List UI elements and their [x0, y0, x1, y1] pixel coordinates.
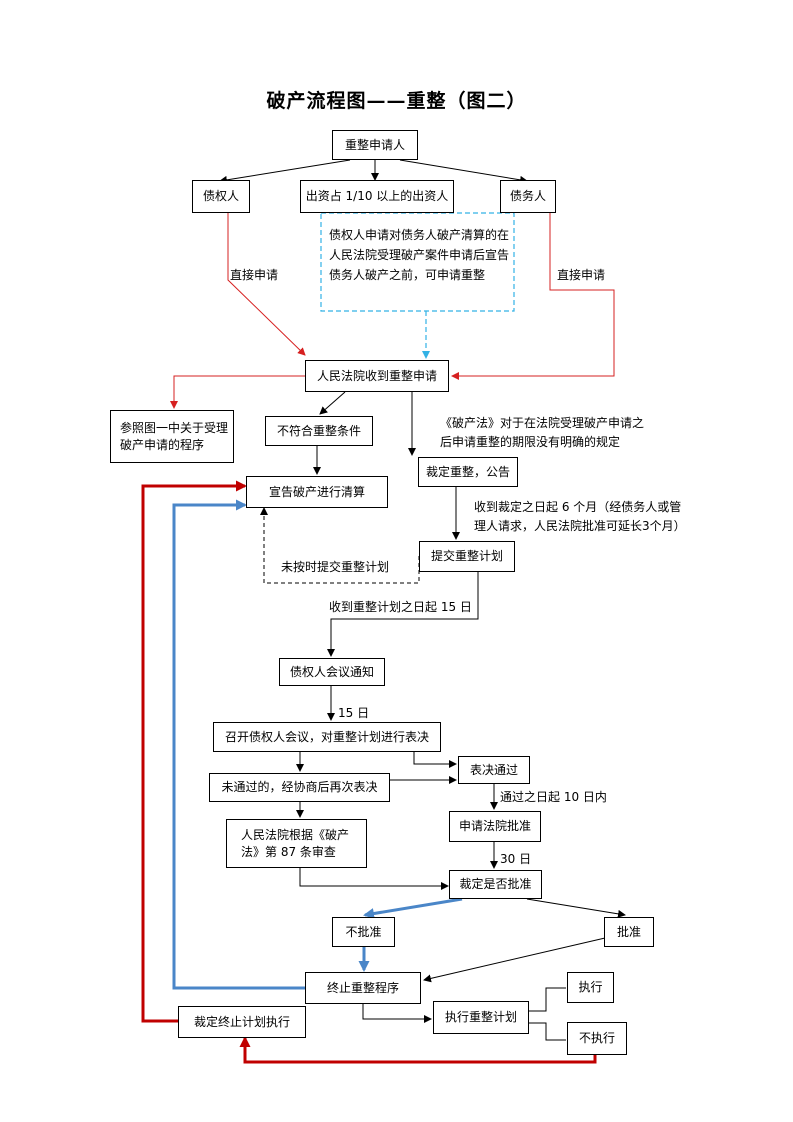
node-ruling-terminate: 裁定终止计划执行 — [178, 1006, 306, 1038]
node-ruling-approve: 裁定是否批准 — [449, 870, 542, 899]
label-fifteen-days-a: 收到重整计划之日起 15 日 — [329, 600, 472, 614]
arrow-meeting-pass — [413, 752, 457, 768]
label-direct-left: 直接申请 — [230, 268, 279, 282]
label-six-months: 收到裁定之日起 6 个月（经债务人或管理人请求，人民法院批准可延长3个月） — [474, 500, 686, 533]
node-reject: 不批准 — [332, 917, 395, 947]
node-creditor-meeting: 召开债权人会议，对重整计划进行表决 — [213, 722, 441, 752]
arrow-terminate-execute — [362, 1004, 432, 1023]
arrow-submit-notice — [327, 572, 479, 657]
arrow-court-notmeet — [319, 391, 346, 415]
page-title: 破产流程图——重整（图二） — [266, 90, 527, 112]
arrow-review-ruling — [299, 868, 449, 890]
node-approve: 批准 — [604, 917, 654, 947]
node-not-passed: 未通过的，经协商后再次表决 — [209, 773, 390, 802]
node-terminate: 终止重整程序 — [305, 972, 421, 1004]
node-not-executed: 不执行 — [567, 1022, 627, 1055]
node-execute-plan: 执行重整计划 — [433, 1001, 529, 1034]
node-court-receive: 人民法院收到重整申请 — [305, 360, 449, 392]
node-submit-plan: 提交重整计划 — [419, 541, 515, 572]
node-executed: 执行 — [567, 972, 614, 1003]
arrow-notexecuted-ruling-terminate — [239, 1036, 597, 1064]
arrow-approve-terminate — [423, 934, 619, 983]
node-investor: 出资占 1/10 以上的出资人 — [300, 180, 454, 213]
label-thirty-days: 30 日 — [500, 852, 532, 866]
arrow-debtor-direct — [451, 213, 615, 380]
arrow-applicant-debtor — [399, 159, 528, 184]
node-creditor-notice: 债权人会议通知 — [279, 658, 385, 686]
creditor-note-frame — [320, 212, 515, 312]
arrow-ruling-approve — [526, 898, 626, 918]
label-direct-right: 直接申请 — [557, 268, 606, 282]
arrow-execute-notexecuted — [529, 1022, 566, 1041]
label-late-submit: 未按时提交重整计划 — [281, 560, 390, 574]
node-not-meet: 不符合重整条件 — [265, 416, 373, 446]
arrow-creditor-direct — [227, 213, 306, 356]
label-fifteen-days-b: 15 日 — [338, 706, 370, 720]
node-declare-bankruptcy: 宣告破产进行清算 — [246, 476, 388, 508]
node-creditor: 债权人 — [192, 180, 250, 213]
arrow-execute-executed — [529, 987, 566, 1012]
arrow-applicant-creditor — [219, 159, 351, 184]
node-vote-pass: 表决通过 — [458, 756, 530, 784]
label-law-note: 《破产法》对于在法院受理破产申请之后申请重整的期限没有明确的规定 — [440, 416, 645, 449]
label-creditor-note: 债权人申请对债务人破产清算的在人民法院受理破产案件申请后宣告债务人破产之前，可申… — [329, 228, 510, 282]
label-ten-days: 通过之日起 10 日内 — [500, 790, 607, 804]
node-see-fig1: 参照图一中关于受理破产申请的程序 — [110, 410, 234, 463]
arrow-late-submit — [260, 507, 420, 584]
arrow-ruling-terminate-declare — [141, 480, 247, 1023]
node-debtor: 债务人 — [500, 180, 556, 213]
arrow-ruling-reject — [363, 897, 463, 919]
node-court-review: 人民法院根据《破产法》第 87 条审查 — [226, 819, 367, 868]
node-apply-court: 申请法院批准 — [449, 811, 541, 842]
node-ruling-reorg: 裁定重整，公告 — [418, 457, 518, 487]
arrow-terminate-declare — [172, 499, 305, 990]
arrow-court-seefig1 — [170, 375, 305, 409]
node-applicant: 重整申请人 — [332, 130, 418, 160]
